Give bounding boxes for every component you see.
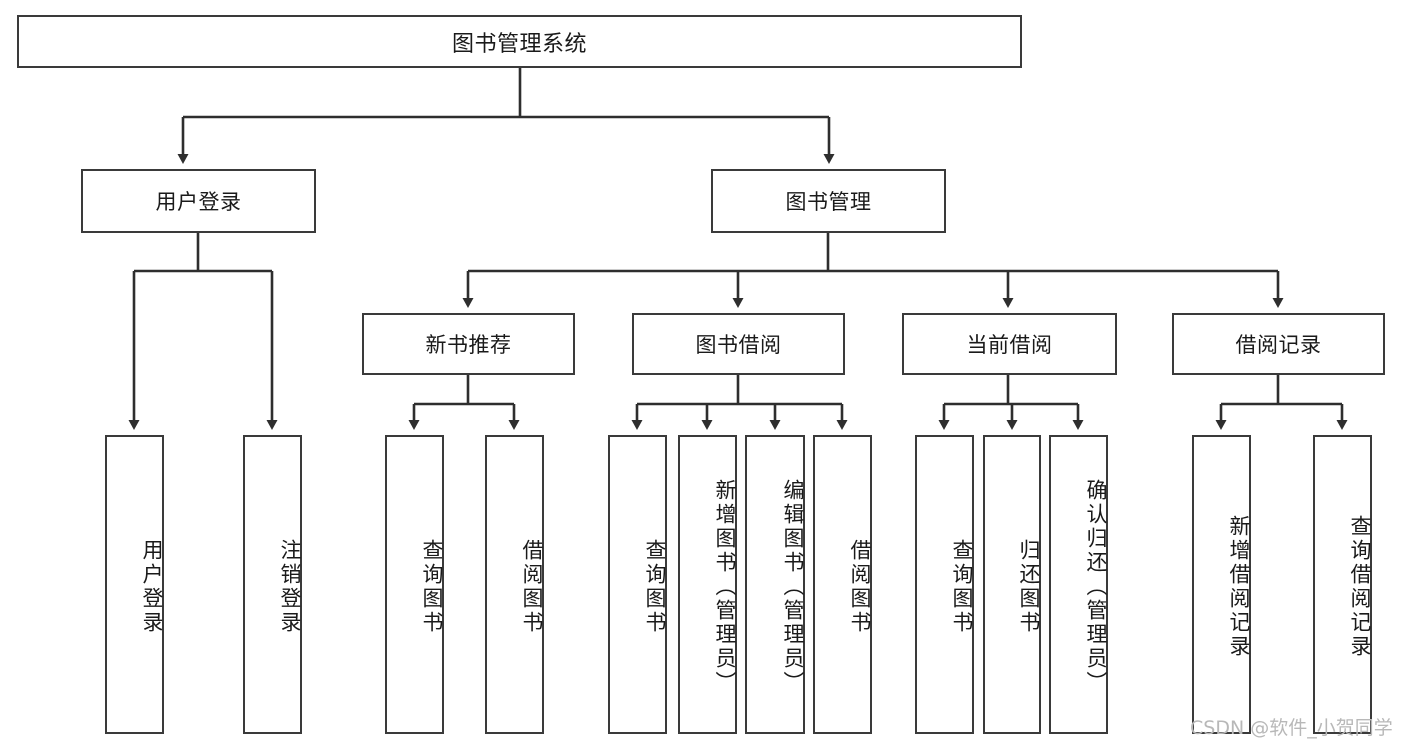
node-book-borrow[interactable]: 图书借阅	[632, 313, 845, 375]
node-borrow-record[interactable]: 借阅记录	[1172, 313, 1385, 375]
leaf-logout-login[interactable]: 注销登录	[243, 435, 302, 734]
leaf-edit-book-admin[interactable]: 编辑图书（管理员）	[745, 435, 805, 734]
leaf-confirm-return-admin[interactable]: 确认归还（管理员）	[1049, 435, 1108, 734]
node-root[interactable]: 图书管理系统	[17, 15, 1022, 68]
leaf-return-book[interactable]: 归还图书	[983, 435, 1041, 734]
leaf-add-borrow-record[interactable]: 新增借阅记录	[1192, 435, 1251, 734]
leaf-borrow-books-recommend[interactable]: 借阅图书	[485, 435, 544, 734]
node-current-borrow[interactable]: 当前借阅	[902, 313, 1117, 375]
node-new-book-recommend[interactable]: 新书推荐	[362, 313, 575, 375]
node-book-management[interactable]: 图书管理	[711, 169, 946, 233]
leaf-add-book-admin[interactable]: 新增图书（管理员）	[678, 435, 737, 734]
node-user-login[interactable]: 用户登录	[81, 169, 316, 233]
leaf-borrow-book[interactable]: 借阅图书	[813, 435, 872, 734]
leaf-query-books-recommend[interactable]: 查询图书	[385, 435, 444, 734]
leaf-query-borrow-record[interactable]: 查询借阅记录	[1313, 435, 1372, 734]
leaf-query-books-current[interactable]: 查询图书	[915, 435, 974, 734]
leaf-user-login[interactable]: 用户登录	[105, 435, 164, 734]
watermark-csdn: CSDN @软件_小贺同学	[1190, 717, 1393, 739]
leaf-query-books-borrow[interactable]: 查询图书	[608, 435, 667, 734]
